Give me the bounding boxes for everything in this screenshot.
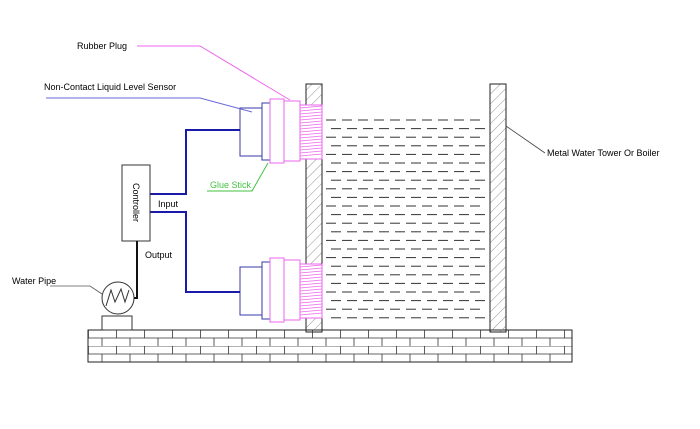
thread-line <box>299 120 323 124</box>
thread-line <box>299 108 323 112</box>
sensor-label: Non-Contact Liquid Level Sensor <box>44 82 176 92</box>
glue-stick-label: Glue Stick <box>210 180 252 190</box>
thread-line <box>299 150 323 154</box>
controller-label: Controller <box>131 183 141 222</box>
thread-line <box>299 126 323 130</box>
thread-line <box>299 111 323 115</box>
thread-line <box>299 309 323 313</box>
input-label: Input <box>158 199 179 209</box>
tower-right-wall <box>489 83 507 333</box>
rubber-plug-leader <box>137 45 291 101</box>
glue-stick-leader <box>207 162 269 192</box>
thread-line <box>299 273 323 277</box>
upper-plug-flange <box>283 100 301 162</box>
thread-line <box>299 291 323 295</box>
upper-sensor-body <box>239 107 265 157</box>
thread-line <box>299 300 323 304</box>
upper-rubber-plug <box>269 98 285 164</box>
pump-base <box>101 315 133 331</box>
water-pump <box>101 281 135 331</box>
upper-signal-wire <box>150 129 240 195</box>
thread-line <box>299 294 323 298</box>
thread-line <box>299 303 323 307</box>
water-fill <box>326 119 485 319</box>
sensor-leader <box>46 97 253 113</box>
thread-line <box>299 306 323 310</box>
thread-line <box>299 147 323 151</box>
thread-line <box>299 285 323 289</box>
thread-line <box>299 135 323 139</box>
thread-line <box>299 297 323 301</box>
thread-line <box>299 114 323 118</box>
pump-coil-icon <box>105 287 130 307</box>
thread-line <box>299 264 323 268</box>
thread-line <box>299 129 323 133</box>
thread-line <box>299 282 323 286</box>
brick-base <box>87 329 573 363</box>
water-tower <box>305 83 507 333</box>
water-pipe-label: Water Pipe <box>12 276 56 286</box>
thread-line <box>299 276 323 280</box>
thread-line <box>299 312 323 316</box>
tower-leader <box>505 125 546 154</box>
upper-sensor-assembly <box>239 98 323 164</box>
rubber-plug-label: Rubber Plug <box>77 41 127 51</box>
thread-line <box>299 144 323 148</box>
upper-plug-thread <box>299 104 323 160</box>
lower-plug-flange <box>283 259 301 321</box>
thread-line <box>299 270 323 274</box>
lower-rubber-plug <box>269 257 285 323</box>
water-pipe-leader <box>50 285 103 295</box>
signal-wires <box>150 129 240 293</box>
thread-line <box>299 279 323 283</box>
thread-line <box>299 117 323 121</box>
thread-line <box>299 132 323 136</box>
output-label: Output <box>145 250 173 260</box>
lower-plug-thread <box>299 263 323 319</box>
lower-sensor-assembly <box>239 257 323 323</box>
controller-box <box>121 164 151 242</box>
lower-sensor-body <box>239 266 265 316</box>
controller: Controller <box>121 164 151 242</box>
lower-signal-wire <box>150 211 240 293</box>
thread-line <box>299 288 323 292</box>
thread-line <box>299 105 323 109</box>
thread-line <box>299 138 323 142</box>
thread-line <box>299 267 323 271</box>
thread-line <box>299 123 323 127</box>
pump-motor <box>101 281 135 315</box>
tower-label: Metal Water Tower Or Boiler <box>547 148 660 158</box>
thread-line <box>299 141 323 145</box>
thread-line <box>299 153 323 157</box>
